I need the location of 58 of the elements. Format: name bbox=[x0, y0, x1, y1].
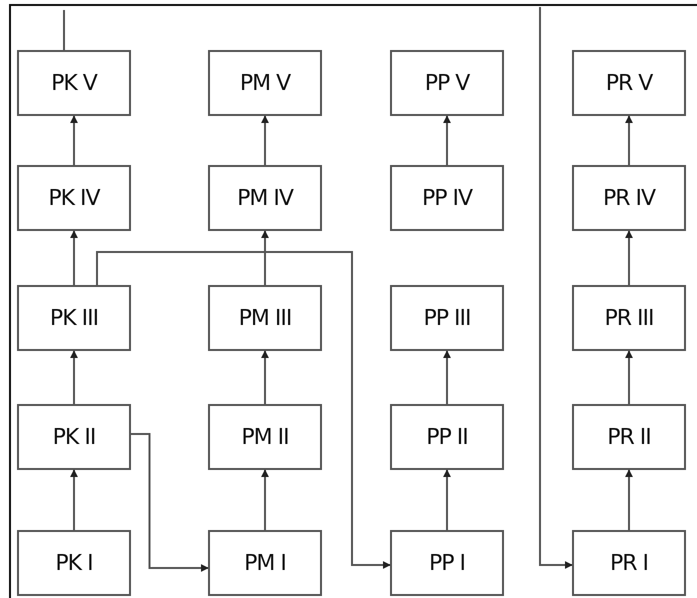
process-box bbox=[390, 285, 504, 351]
arrow bbox=[96, 251, 391, 569]
process-box bbox=[390, 165, 504, 231]
arrow bbox=[261, 230, 269, 285]
process-box bbox=[572, 50, 686, 116]
arrow bbox=[443, 350, 451, 404]
process-box bbox=[208, 50, 322, 116]
process-box bbox=[390, 530, 504, 596]
box-label: PK IV bbox=[48, 186, 100, 210]
box-label: PP II bbox=[426, 424, 468, 450]
process-box bbox=[390, 50, 504, 116]
arrow bbox=[625, 115, 633, 165]
arrow bbox=[625, 350, 633, 404]
box-label: PK III bbox=[50, 306, 98, 330]
process-box bbox=[208, 165, 322, 231]
box-label: PM II bbox=[241, 424, 289, 450]
box-label: PR III bbox=[604, 306, 654, 330]
box-label: PK I bbox=[55, 550, 93, 576]
box-label: PP V bbox=[424, 70, 470, 96]
arrow bbox=[625, 469, 633, 530]
box-label: PP I bbox=[428, 550, 465, 576]
box-label: PR IV bbox=[602, 186, 656, 210]
process-box bbox=[390, 404, 504, 470]
arrow bbox=[70, 115, 78, 165]
process-box bbox=[17, 404, 131, 470]
arrow bbox=[70, 230, 78, 285]
process-box bbox=[208, 285, 322, 351]
box-label: PM III bbox=[238, 306, 292, 330]
arrow bbox=[443, 469, 451, 530]
arrow bbox=[443, 115, 451, 165]
box-label: PK V bbox=[51, 70, 97, 96]
process-box bbox=[208, 404, 322, 470]
arrow bbox=[261, 350, 269, 404]
arrow bbox=[625, 230, 633, 285]
box-label: PM I bbox=[244, 550, 286, 576]
box-label: PK II bbox=[52, 424, 96, 450]
process-box bbox=[17, 285, 131, 351]
arrow bbox=[261, 469, 269, 530]
box-label: PM IV bbox=[237, 186, 293, 210]
arrow bbox=[539, 7, 573, 569]
box-label: PR I bbox=[610, 550, 648, 576]
process-box bbox=[17, 530, 131, 596]
box-label: PM V bbox=[240, 70, 290, 96]
process-box bbox=[17, 165, 131, 231]
process-box bbox=[208, 530, 322, 596]
process-box bbox=[572, 285, 686, 351]
arrow bbox=[261, 115, 269, 165]
arrow bbox=[70, 350, 78, 404]
box-label: PR V bbox=[606, 70, 652, 96]
process-box bbox=[572, 404, 686, 470]
box-label: PR II bbox=[607, 424, 651, 450]
box-label: PP IV bbox=[422, 186, 472, 210]
process-box bbox=[572, 165, 686, 231]
arrow bbox=[131, 433, 209, 572]
process-box bbox=[572, 530, 686, 596]
arrow bbox=[70, 469, 78, 530]
process-box bbox=[17, 50, 131, 116]
box-label: PP III bbox=[424, 306, 470, 330]
